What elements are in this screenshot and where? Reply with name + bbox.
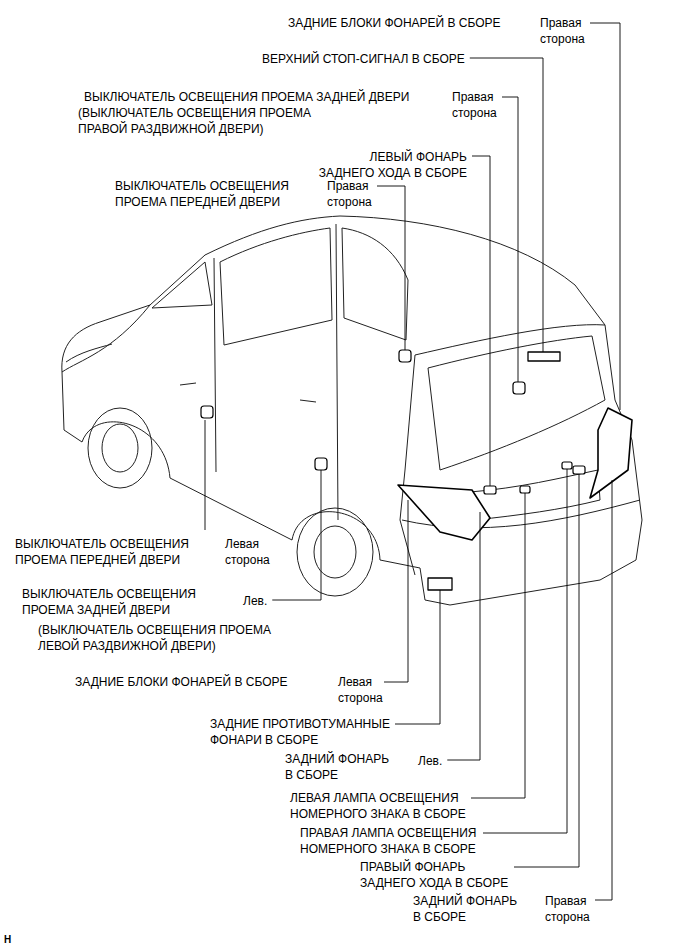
- part-label: ЗАДНИЕ ПРОТИВОТУМАННЫЕ ФОНАРИ В СБОРЕ: [210, 716, 390, 748]
- part-label: ВЫКЛЮЧАТЕЛЬ ОСВЕЩЕНИЯ ПРОЕМА ПЕРЕДНЕЙ ДВ…: [115, 178, 289, 210]
- part-label: ЗАДНИЕ БЛОКИ ФОНАРЕЙ В СБОРЕ: [288, 15, 501, 31]
- tail-lamp-left: [398, 485, 490, 540]
- leader-line: [447, 512, 480, 760]
- rear-corner: [400, 355, 415, 575]
- leader-line: [272, 470, 321, 600]
- leader-line: [502, 97, 518, 382]
- door-switch: [201, 350, 525, 470]
- side-label: Правая сторона: [327, 178, 372, 210]
- leader-line: [395, 590, 440, 724]
- part-label: ВЫКЛЮЧАТЕЛЬ ОСВЕЩЕНИЯ ПРОЕМА ПЕРЕДНЕЙ ДВ…: [15, 536, 189, 568]
- rear-quarter-window: [342, 228, 408, 340]
- headlight: [66, 344, 112, 362]
- front-wheel-hub: [102, 424, 138, 472]
- side-label: Лев.: [243, 593, 267, 609]
- part-label: ЗАДНИЙ ФОНАРЬ В СБОРЕ: [413, 893, 518, 925]
- leader-line: [483, 469, 567, 833]
- leader-line: [590, 23, 620, 410]
- hood-line: [62, 305, 150, 372]
- rear-window: [428, 336, 605, 470]
- leader-line: [377, 186, 405, 350]
- part-label: (ВЫКЛЮЧАТЕЛЬ ОСВЕЩЕНИЯ ПРОЕМА ПРАВОЙ РАЗ…: [78, 105, 311, 137]
- part-label: ЛЕВЫЙ ФОНАРЬ ЗАДНЕГО ХОДА В СБОРЕ: [318, 149, 467, 181]
- part-label: ПРАВЫЙ ФОНАРЬ ЗАДНЕГО ХОДА В СБОРЕ: [360, 859, 509, 891]
- leader-line: [384, 500, 408, 682]
- tail-lamp-right: [590, 408, 632, 498]
- leader-line: [471, 493, 525, 798]
- side-label: Лев.: [418, 753, 442, 769]
- side-label: Правая сторона: [452, 89, 497, 121]
- door-line: [214, 258, 216, 472]
- part-label: ВЫКЛЮЧАТЕЛЬ ОСВЕЩЕНИЯ ПРОЕМА ЗАДНЕЙ ДВЕР…: [22, 586, 197, 618]
- rear-wheel-hub: [314, 526, 356, 578]
- part-label: ВЕРХНИЙ СТОП-СИГНАЛ В СБОРЕ: [262, 51, 465, 67]
- door-line: [336, 224, 338, 520]
- part-label: ЗАДНИЙ ФОНАРЬ В СБОРЕ: [285, 751, 390, 783]
- part-label: ЛЕВАЯ ЛАМПА ОСВЕЩЕНИЯ НОМЕРНОГО ЗНАКА В …: [290, 790, 466, 822]
- leader-line: [595, 480, 612, 900]
- side-label: Левая сторона: [338, 674, 379, 706]
- side-label: Правая сторона: [545, 893, 590, 925]
- fog-lamp: [428, 578, 452, 590]
- figure-code: H: [4, 934, 11, 946]
- leader-line: [205, 420, 206, 530]
- part-label: ПРАВАЯ ЛАМПА ОСВЕЩЕНИЯ НОМЕРНОГО ЗНАКА В…: [300, 825, 478, 857]
- license-garnish: [470, 470, 600, 520]
- front-wheel: [88, 408, 152, 488]
- door-handle: [180, 383, 316, 402]
- front-door-window: [152, 262, 212, 308]
- leader-line: [472, 156, 490, 486]
- roof-rear-edge: [415, 325, 605, 355]
- part-label: ЗАДНИЕ БЛОКИ ФОНАРЕЙ В СБОРЕ: [75, 674, 288, 690]
- sliding-door-window: [220, 228, 332, 345]
- part-label: ВЫКЛЮЧАТЕЛЬ ОСВЕЩЕНИЯ ПРОЕМА ЗАДНЕЙ ДВЕР…: [84, 89, 409, 105]
- part-label: (ВЫКЛЮЧАТЕЛЬ ОСВЕЩЕНИЯ ПРОЕМА ЛЕВОЙ РАЗД…: [38, 622, 271, 654]
- side-label: Левая сторона: [225, 536, 266, 568]
- side-label: Правая сторона: [540, 15, 585, 47]
- rear-wheel: [297, 508, 373, 596]
- lamp-marker: [484, 462, 585, 494]
- leader-line: [514, 474, 579, 867]
- high-stop-lamp: [528, 352, 560, 361]
